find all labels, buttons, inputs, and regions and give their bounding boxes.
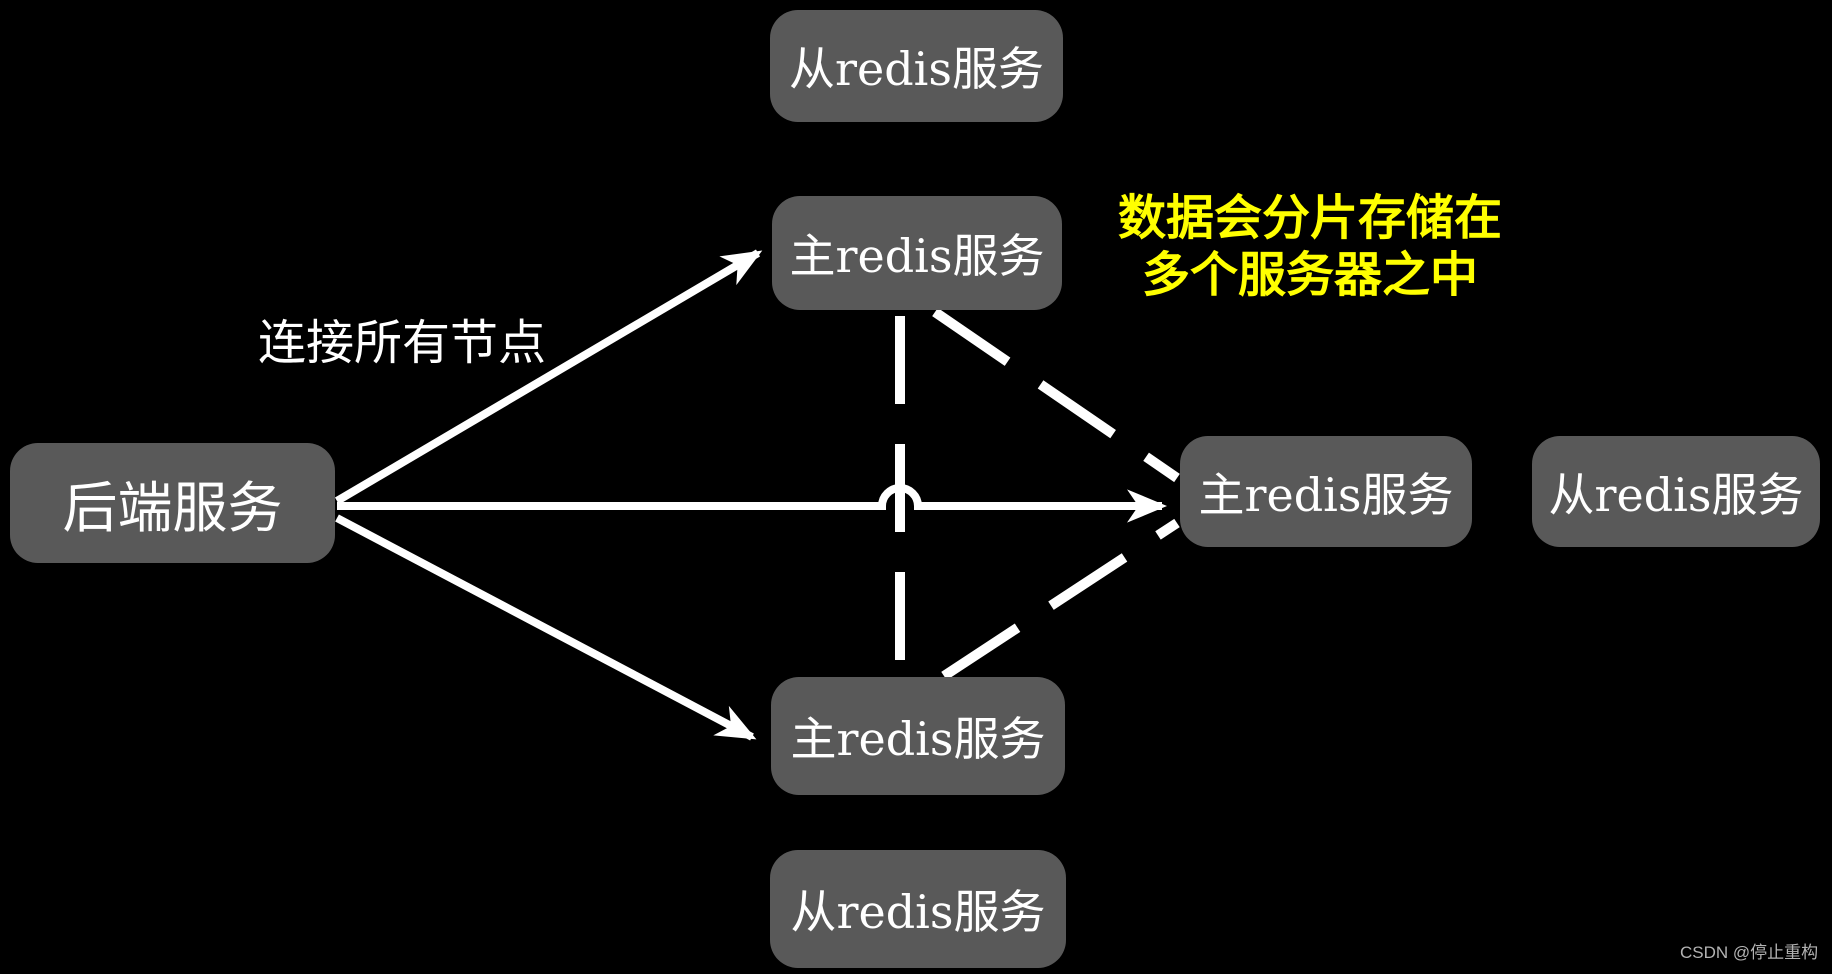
csdn-watermark: CSDN @停止重构 [1680, 943, 1819, 962]
arrow-backend-to-master-top [334, 249, 763, 505]
node-master-redis-bottom-label: 主redis服务 [790, 712, 1046, 766]
node-slave-redis-right-label: 从redis服务 [1548, 467, 1804, 522]
node-master-redis-right: 主redis服务 [1180, 436, 1472, 547]
node-master-redis-bottom: 主redis服务 [771, 677, 1065, 795]
arrow-backend-to-master-right [337, 484, 1167, 523]
node-slave-redis-top-label: 从redis服务 [789, 42, 1044, 96]
node-slave-redis-bottom: 从redis服务 [770, 850, 1066, 968]
node-slave-redis-bottom-label: 从redis服务 [790, 885, 1046, 939]
dashed-link-master-bottom-to-master-right [941, 518, 1180, 681]
shard-note-line1: 数据会分片存储在 [1117, 190, 1502, 246]
node-slave-redis-top: 从redis服务 [770, 10, 1063, 122]
connect-all-nodes-label: 连接所有节点 [258, 315, 547, 371]
dashed-link-master-top-to-master-right [932, 307, 1180, 483]
arrow-backend-to-master-bottom [335, 514, 757, 741]
shard-note-line2: 多个服务器之中 [1141, 246, 1478, 303]
node-backend-service-label: 后端服务 [62, 476, 283, 540]
node-master-redis-right-label: 主redis服务 [1198, 467, 1454, 522]
node-master-redis-top: 主redis服务 [772, 196, 1062, 310]
shard-note: 数据会分片存储在 多个服务器之中 [1100, 190, 1520, 303]
node-backend-service: 后端服务 [10, 443, 335, 563]
node-slave-redis-right: 从redis服务 [1532, 436, 1820, 547]
node-master-redis-top-label: 主redis服务 [789, 229, 1045, 283]
